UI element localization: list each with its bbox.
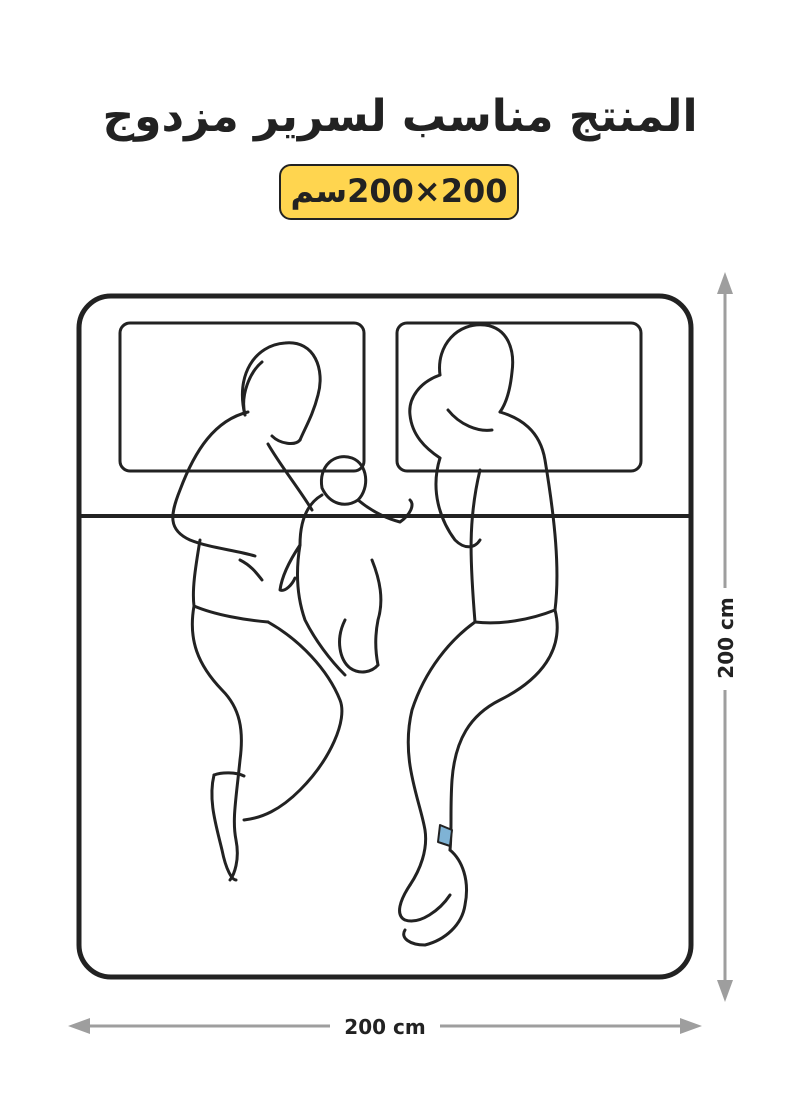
height-dimension xyxy=(717,272,733,1002)
sock-accent xyxy=(437,824,453,847)
width-dimension xyxy=(68,1018,702,1034)
size-badge: 200×200سم xyxy=(279,164,519,220)
bed-outline xyxy=(76,293,694,980)
page-title: المنتج مناسب لسرير مزدوج xyxy=(102,91,698,142)
height-label: 200 cm xyxy=(714,597,738,678)
baby-figure xyxy=(278,455,414,677)
pillow-right xyxy=(395,321,643,473)
woman-figure xyxy=(171,341,344,882)
pillow-left xyxy=(118,321,366,473)
width-label: 200 cm xyxy=(344,1015,425,1039)
man-figure xyxy=(398,323,559,947)
